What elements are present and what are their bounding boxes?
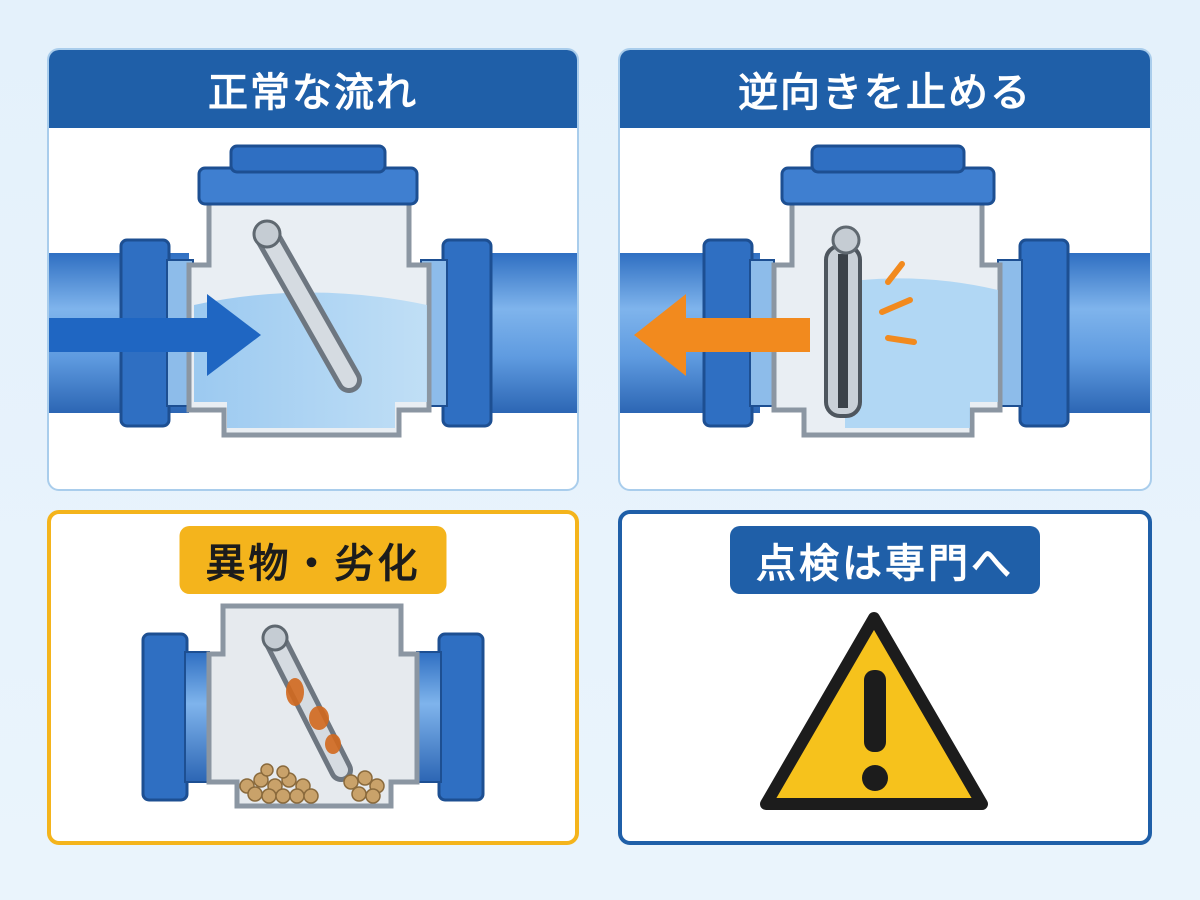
- arrow-left-icon: [634, 294, 810, 376]
- clogged-valve-diagram: [141, 603, 485, 809]
- arrow-right-icon: [49, 294, 261, 376]
- water: [845, 278, 998, 428]
- swing-disc-open: [252, 219, 362, 393]
- right-flange: [416, 632, 485, 802]
- panel-title-stop-reverse: 逆向きを止める: [620, 50, 1150, 128]
- warning-triangle-icon: [760, 612, 988, 810]
- impact-lines-icon: [879, 261, 917, 345]
- right-flange: [997, 238, 1070, 428]
- panel-title-normal-flow: 正常な流れ: [49, 50, 577, 128]
- panel-stop-reverse: 逆向きを止める: [618, 48, 1152, 491]
- panel-title-foreign-matter: 異物・劣化: [179, 526, 447, 594]
- panel-title-inspection: 点検は専門へ: [730, 526, 1040, 594]
- left-flange: [141, 632, 210, 802]
- panel-inspection: 点検は専門へ: [618, 510, 1152, 845]
- panel-normal-flow: 正常な流れ: [47, 48, 579, 491]
- water: [194, 292, 427, 428]
- debris-pile: [239, 763, 385, 804]
- check-valve-closed-diagram: [620, 144, 1150, 438]
- panel-foreign-matter: 異物・劣化: [47, 510, 579, 845]
- rust-patch: [286, 678, 341, 754]
- check-valve-open-diagram: [49, 144, 577, 438]
- swing-disc-closed: [824, 225, 862, 418]
